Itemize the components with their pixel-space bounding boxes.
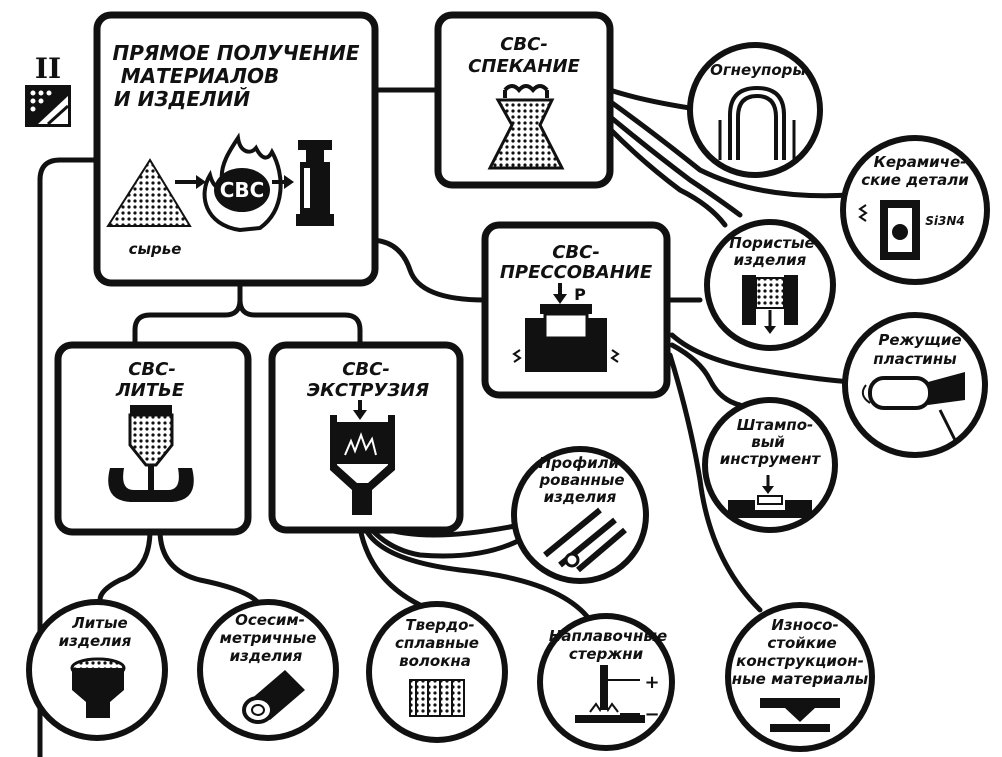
stamping-die-icon [728, 475, 812, 518]
product-stamping-tool: Штампо- вый инструмент [702, 397, 838, 533]
product-wear-resistant: Износо- стойкие конструкцион- ные матери… [725, 602, 875, 752]
product-profiled-items: Профили- рованные изделия [511, 446, 649, 584]
product-surfacing-rods: Наплавочные стержни + − [537, 613, 675, 751]
connector-lines [37, 87, 855, 757]
product-ceramic-parts: Керамиче- ские детали Si3N4 [840, 135, 990, 285]
refractories-label: Огнеупоры [710, 61, 806, 79]
cast-item-icon [70, 657, 126, 718]
porous-part-icon [742, 275, 798, 334]
center-label: СВС [220, 178, 265, 202]
wear-label-1: Износо- [771, 616, 838, 634]
main-process-box: ПРЯМОЕ ПОЛУЧЕНИЕ МАТЕРИАЛОВ И ИЗДЕЛИЙ сы… [93, 11, 379, 287]
fibers-label-1: Твердо- [405, 616, 474, 634]
profiled-bars-icon [543, 507, 627, 573]
welding-rod-icon [575, 665, 645, 723]
section-mark-text: II [35, 52, 61, 85]
ceramic-label-2: ские детали [861, 171, 969, 189]
product-porous-items: Пористые изделия [704, 219, 836, 351]
sintering-heater-icon [503, 84, 549, 98]
stamping-label-3: инструмент [720, 450, 822, 468]
raw-label: сырье [129, 240, 182, 258]
rods-minus: − [644, 704, 659, 725]
product-refractories: Огнеупоры [687, 42, 823, 178]
casting-label-2: ЛИТЬЕ [115, 380, 185, 401]
sintering-label-2: СПЕКАНИЕ [468, 56, 580, 77]
ceramic-label-1: Керамиче- [874, 153, 967, 171]
product-axisymmetric-items: Осесим- метричные изделия [197, 599, 339, 741]
tube-icon [242, 670, 305, 724]
product-cutting-plates: Режущие пластины [842, 312, 988, 458]
wear-part-icon [760, 698, 840, 732]
cutting-tool-icon [861, 372, 965, 441]
press-mold-icon [512, 304, 620, 372]
axisym-label-3: изделия [230, 647, 303, 665]
ceramic-formula: Si3N4 [925, 214, 965, 228]
axisym-label-1: Осесим- [235, 611, 305, 629]
fibers-icon [409, 679, 465, 717]
product-column-icon [296, 140, 334, 226]
sintering-box: СВС- СПЕКАНИЕ [434, 11, 614, 189]
wear-label-3: конструкцион- [736, 652, 864, 670]
fibers-label-2: сплавные [395, 634, 479, 652]
stamping-label-2: вый [751, 433, 785, 451]
sintering-vessel-icon [487, 98, 565, 170]
sintering-label-1: СВС- [500, 34, 548, 55]
main-title-line-3: И ИЗДЕЛИЙ [114, 87, 250, 111]
stamping-label-1: Штампо- [737, 416, 814, 434]
main-title-line-1: ПРЯМОЕ ПОЛУЧЕНИЕ [112, 41, 359, 65]
cutting-label-1: Режущие [878, 331, 961, 349]
casting-label-1: СВС- [128, 359, 176, 380]
axisym-label-2: метричные [220, 629, 317, 647]
cutting-label-2: пластины [873, 350, 957, 368]
casting-mold-icon [108, 405, 194, 502]
cast-items-label-2: изделия [59, 632, 132, 650]
pressing-label-1: СВС- [552, 242, 600, 263]
extrusion-die-icon [330, 400, 395, 515]
fibers-label-3: волокна [399, 652, 471, 670]
cast-items-label-1: Литые [71, 614, 127, 632]
pressing-label-2: ПРЕССОВАНИЕ [500, 262, 653, 283]
rods-label-2: стержни [569, 645, 644, 663]
pressing-box: СВС- ПРЕССОВАНИЕ P [481, 221, 671, 399]
rods-plus: + [644, 672, 659, 693]
wear-label-2: стойкие [767, 634, 836, 652]
raw-material-icon [106, 158, 192, 227]
profiled-label-3: изделия [544, 488, 617, 506]
extrusion-box: СВС- ЭКСТРУЗИЯ [268, 341, 464, 534]
extrusion-label-1: СВС- [342, 359, 390, 380]
product-hard-alloy-fibers: Твердо- сплавные волокна [366, 601, 508, 743]
profiled-label-2: рованные [538, 471, 624, 489]
rods-label-1: Наплавочные [549, 627, 667, 645]
product-cast-items: Литые изделия [26, 599, 168, 741]
section-mark: II [25, 52, 71, 127]
casting-box: СВС- ЛИТЬЕ [54, 341, 252, 536]
main-title-line-2: МАТЕРИАЛОВ [121, 64, 279, 88]
porous-label-1: Пористые [729, 234, 814, 252]
porous-label-2: изделия [734, 251, 807, 269]
wear-label-4: ные материалы [732, 670, 869, 688]
refractory-arch-icon [718, 85, 796, 160]
pressing-force-label: P [574, 285, 586, 304]
profiled-label-1: Профили- [539, 454, 626, 472]
extrusion-label-2: ЭКСТРУЗИЯ [307, 380, 429, 401]
ceramic-part-icon [858, 200, 920, 260]
